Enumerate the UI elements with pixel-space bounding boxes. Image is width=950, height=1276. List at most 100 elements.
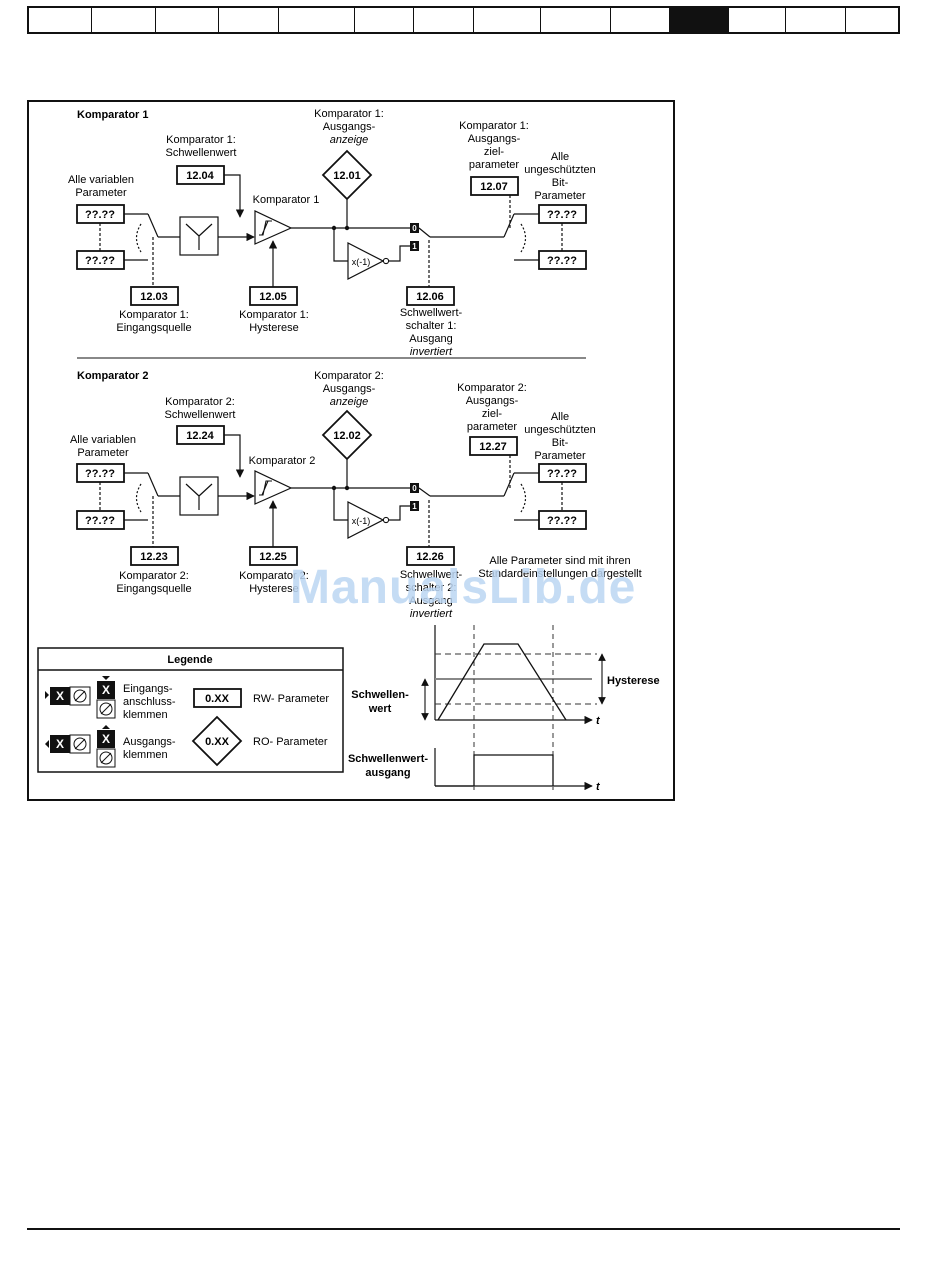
section-tab[interactable] [92,8,156,32]
comp1-output-indicator-label: Komparator 1: [314,108,384,120]
legend-ro-label: RO- Parameter [253,736,328,748]
comp1-hysteresis-label-2: Hysterese [249,322,299,334]
comp1-dest-param-text: 12.07 [480,181,508,193]
comparator-1-group: Komparator 1 Alle variablen Parameter ??… [68,108,596,358]
legend-input-terminal-x-icon [50,687,70,705]
comp2-output-indicator-label-3: anzeige [330,396,369,408]
comp1-threshold-param-text: 12.04 [186,170,214,182]
comp2-hysteresis-param-text: 12.25 [259,551,287,563]
legend-rw-symbol-text: 0.XX [205,693,230,705]
comp1-hysteresis-param [249,286,298,306]
comp2-output-indicator [321,409,373,461]
comp2-source-param-top-text: ??.?? [85,468,115,480]
legend-input-terminal-x-text: X [56,689,64,703]
comp2-dest-label-3: ziel- [482,408,503,420]
comp2-hysteresis-param [249,546,298,566]
legend-output-label-2: klemmen [123,749,168,761]
comp1-source-select-param [130,286,179,306]
timing-diagram: t Schwellen- wert Hysterese t Schwellenw… [348,625,660,793]
comp1-invert-label-4: invertiert [410,346,453,358]
comp1-comparator-block [254,210,293,245]
diagram-frame [27,100,675,801]
timing-threshold-label-2: wert [368,703,392,715]
comp2-bit-param-bottom [538,510,587,530]
timing-output-signal [435,754,554,787]
section-tab[interactable] [729,8,786,32]
comp2-switch-1 [410,501,419,511]
comp1-bit-param-bottom-text: ??.?? [547,255,577,267]
legend-output-terminal-x-text: X [56,737,64,751]
timing-output-label: Schwellenwert- [348,753,428,765]
legend-ro-symbol-text: 0.XX [205,736,230,748]
comp2-block-label: Komparator 2 [249,455,316,467]
comp1-inverter-label: x(-1) [352,257,371,267]
comp1-block-label: Komparator 1 [253,194,320,206]
comp1-hysteresis-label: Komparator 1: [239,309,309,321]
comp2-threshold-label-2: Schwellenwert [165,409,236,421]
comp2-bit-label: Alle [551,411,569,423]
comp2-invert-label: Schwellwert- [400,569,463,581]
comp1-bit-label-2: ungeschützten [524,164,596,176]
legend-title: Legende [167,654,212,666]
comp2-bit-label-2: ungeschützten [524,424,596,436]
legend-output-terminal-v-x-icon [97,730,115,748]
legend-ro-symbol [191,715,243,767]
comp2-source-select-label-2: Eingangsquelle [116,583,191,595]
comp1-bit-label: Alle [551,151,569,163]
section-tab[interactable] [611,8,670,32]
section-tab[interactable] [670,8,729,32]
comp2-output-indicator-label-2: Ausgangs- [323,383,376,395]
comp1-invert-param-text: 12.06 [416,291,444,303]
comp1-bit-label-3: Bit- [552,177,569,189]
section-tab[interactable] [414,8,474,32]
comp2-source-param-bottom-text: ??.?? [85,515,115,527]
comp1-hysteresis-param-text: 12.05 [259,291,287,303]
legend-input-label-3: klemmen [123,709,168,721]
timing-threshold-label: Schwellen- [351,689,409,701]
comp2-threshold-label: Komparator 2: [165,396,235,408]
comp2-invert-param-text: 12.26 [416,551,444,563]
comp2-switch-1-text: 1 [412,502,417,511]
comp1-source-select-label-2: Eingangsquelle [116,322,191,334]
comp2-output-indicator-text: 12.02 [333,430,361,442]
timing-t-axis-bottom: t [596,781,601,793]
timing-output-label-2: ausgang [365,767,410,779]
comp1-invert-label: Schwellwert- [400,307,463,319]
section-tab[interactable] [29,8,92,32]
defaults-note: Alle Parameter sind mit ihren [489,555,630,567]
comp2-invert-label-3: Ausgang [409,595,452,607]
comp2-dest-label-4: parameter [467,421,517,433]
section-tab[interactable] [474,8,541,32]
section-tab[interactable] [279,8,355,32]
comp1-source-label-2: Parameter [75,187,127,199]
comp1-dest-label-4: parameter [469,159,519,171]
comp1-source-select-param-text: 12.03 [140,291,168,303]
legend-input-label-2: anschluss- [123,696,176,708]
comp1-threshold-label-2: Schwellenwert [166,147,237,159]
comp2-inverter-label: x(-1) [352,516,371,526]
timing-hysteresis-label: Hysterese [607,675,660,687]
comp1-dest-param [470,176,519,196]
section-tab[interactable] [156,8,219,32]
comp2-output-indicator-label: Komparator 2: [314,370,384,382]
legend-output-label: Ausgangs- [123,736,176,748]
comp2-bit-label-4: Parameter [534,450,586,462]
comp2-source-label: Alle variablen [70,434,136,446]
legend-panel: Legende X X Eingangs- anschluss- klemmen… [37,647,344,773]
legend-input-terminal-v-x-icon [97,681,115,699]
comp1-switch-0 [410,223,419,233]
comp1-output-indicator-label-2: Ausgangs- [323,121,376,133]
comp1-dest-label-2: Ausgangs- [468,133,521,145]
section-tab[interactable] [786,8,846,32]
comp1-invert-label-2: schalter 1: [406,320,457,332]
section-tab[interactable] [541,8,611,32]
section-tab[interactable] [219,8,279,32]
comp1-threshold-label: Komparator 1: [166,134,236,146]
comp2-dest-param [469,436,518,456]
timing-input-signal [437,643,567,721]
comp2-hysteresis-label-2: Hysterese [249,583,299,595]
section-tab[interactable] [355,8,414,32]
comp2-source-select-param-text: 12.23 [140,551,168,563]
footer-rule [27,1228,900,1230]
